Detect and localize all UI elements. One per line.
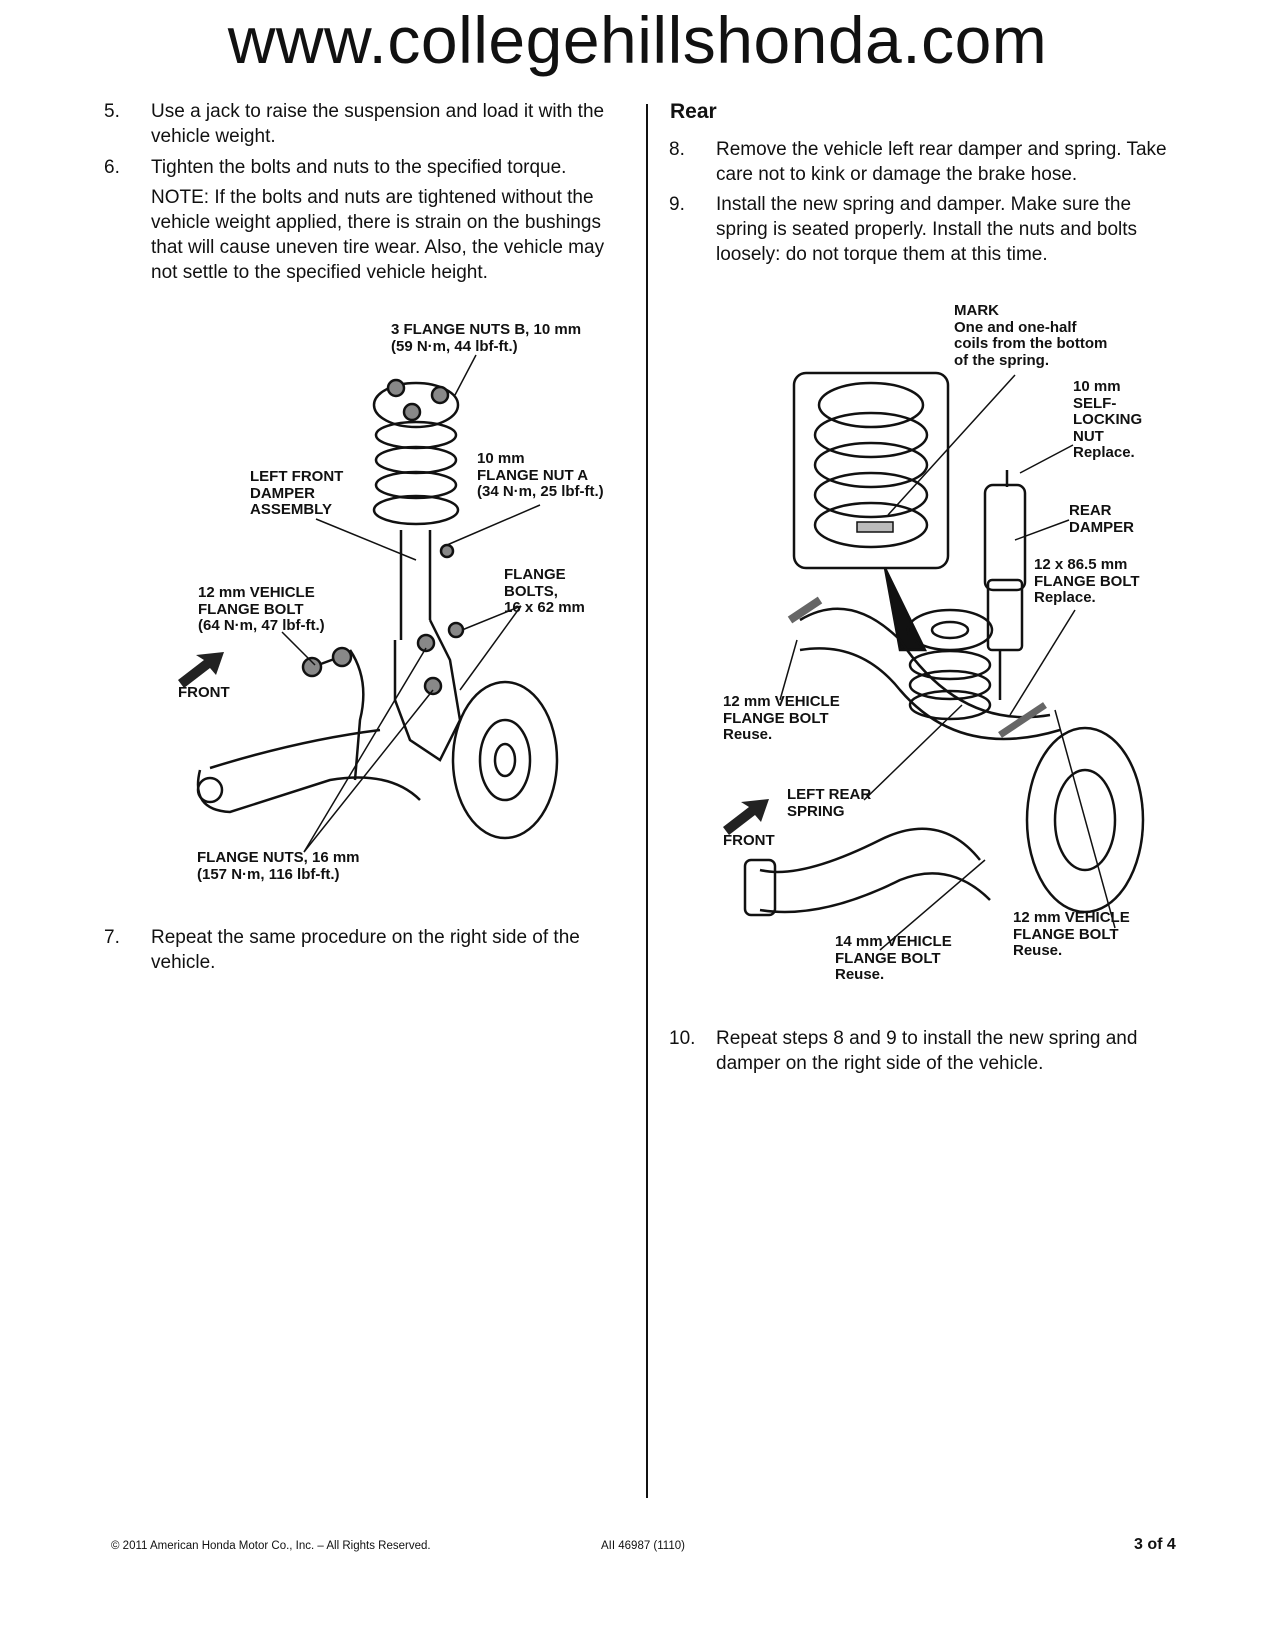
front-arrow-icon [178,652,224,688]
label-front: FRONT [178,684,230,701]
label-flange-nuts-b: 3 FLANGE NUTS B, 10 mm(59 N·m, 44 lbf-ft… [391,321,582,355]
footer-copyright: © 2011 American Honda Motor Co., Inc. – … [111,1540,431,1552]
step-note: NOTE: If the bolts and nuts are tightene… [151,187,605,283]
footer-doc-id: AII 46987 (1110) [601,1540,685,1552]
rear-damper-illustration [723,371,1145,951]
front-damper-illustration [178,354,559,853]
step-text: Use a jack to raise the suspension and l… [151,101,605,147]
step-number: 6. [104,157,120,178]
step-number: 7. [104,927,120,948]
step-text: Repeat the same procedure on the right s… [151,927,580,973]
step-text: Remove the vehicle left rear damper and … [716,139,1167,185]
page-number: 3 of 4 [1134,1536,1176,1553]
label-flange-nuts-16: FLANGE NUTS, 16 mm(157 N·m, 116 lbf-ft.) [197,849,360,883]
step-text: Install the new spring and damper. Make … [716,194,1138,265]
step-number: 9. [669,194,685,215]
step-number: 5. [104,101,120,122]
column-divider [646,104,648,1498]
step-text: Repeat steps 8 and 9 to install the new … [716,1028,1138,1074]
site-url-header: www.collegehillshonda.com [227,3,1048,77]
front-arrow-icon [723,799,769,835]
section-heading-rear: Rear [670,100,717,123]
step-text: Tighten the bolts and nuts to the specif… [151,157,567,178]
step-number: 10. [669,1028,696,1049]
step-number: 8. [669,139,685,160]
label-front: FRONT [723,832,775,849]
